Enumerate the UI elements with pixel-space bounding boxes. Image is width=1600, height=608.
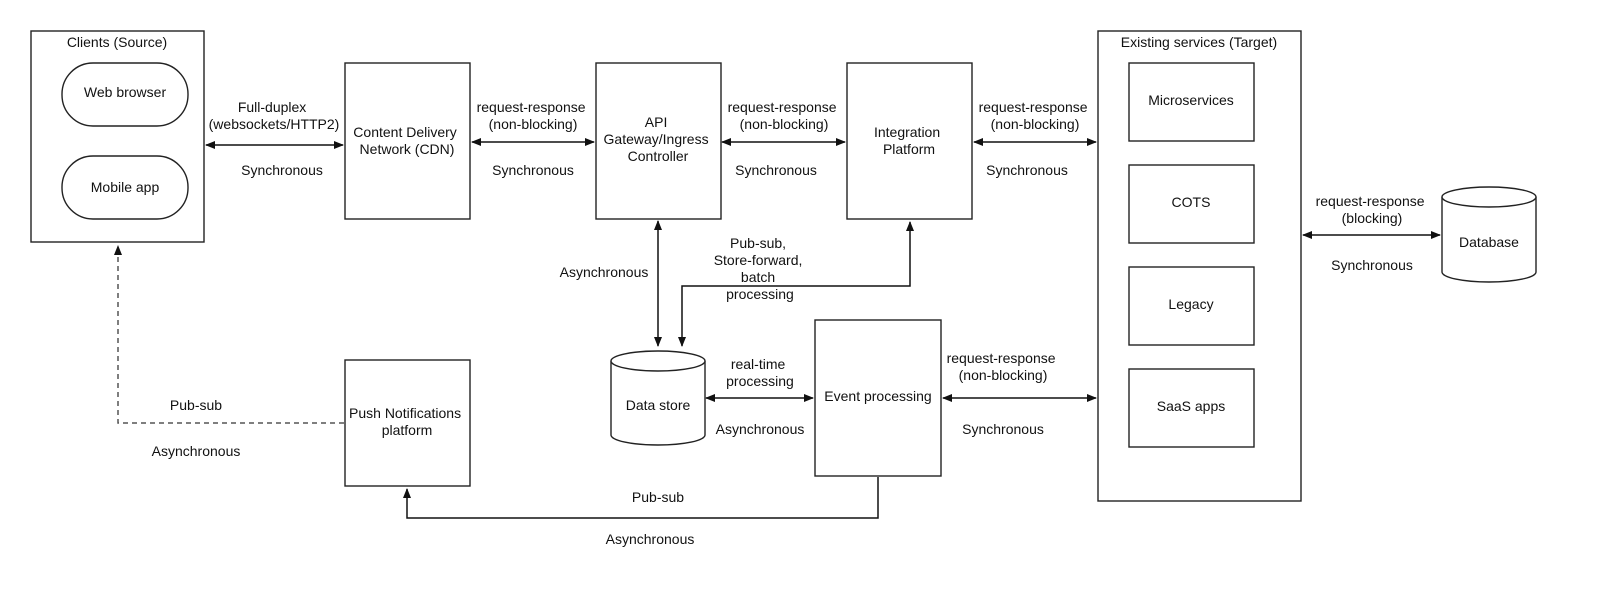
- api-integration-protocol-label: request-response (non-blocking): [728, 99, 841, 132]
- clients-group: Clients (Source) Web browser Mobile app: [30, 30, 205, 243]
- push-clients-connector: [114, 245, 344, 424]
- clients-title: Clients (Source): [67, 34, 167, 50]
- saas-apps-node[interactable]: [1128, 368, 1255, 448]
- api-gateway-label: API Gateway/Ingress Controller: [604, 114, 713, 164]
- event-services-mode-label: Synchronous: [962, 421, 1044, 437]
- existing-services-group: Existing services (Target) Microservices…: [1097, 30, 1302, 502]
- api-integration-mode-label: Synchronous: [735, 162, 817, 178]
- cdn-api-mode-label: Synchronous: [492, 162, 574, 178]
- web-browser-node[interactable]: [61, 62, 189, 127]
- services-database-protocol-label: request-response (blocking): [1316, 193, 1429, 226]
- push-notifications-node[interactable]: Push Notifications platform: [344, 359, 471, 487]
- database-node[interactable]: Database: [1441, 186, 1537, 283]
- clients-cdn-mode-label: Synchronous: [241, 162, 323, 178]
- data-store-node[interactable]: Data store: [610, 350, 706, 446]
- push-clients-mode-label: Asynchronous: [152, 443, 241, 459]
- api-datastore-mode-label: Asynchronous: [560, 264, 649, 280]
- legacy-label: Legacy: [1168, 296, 1213, 312]
- cdn-api-protocol-label: request-response (non-blocking): [477, 99, 590, 132]
- clients-cdn-protocol-label: Full-duplex (websockets/HTTP2): [209, 99, 340, 132]
- database-label: Database: [1459, 234, 1519, 250]
- event-processing-node[interactable]: Event processing: [814, 319, 942, 477]
- push-notifications-label: Push Notifications platform: [349, 405, 465, 438]
- microservices-label: Microservices: [1148, 92, 1234, 108]
- integration-platform-node[interactable]: Integration Platform: [846, 62, 973, 220]
- edge-labels: Full-duplex (websockets/HTTP2) Synchrono…: [152, 99, 1429, 547]
- cots-node[interactable]: [1128, 164, 1255, 244]
- datastore-event-protocol-label: real-time processing: [726, 356, 794, 389]
- cdn-node[interactable]: Content Delivery Network (CDN): [344, 62, 471, 220]
- connectors: [114, 138, 1441, 519]
- existing-services-title: Existing services (Target): [1121, 34, 1277, 50]
- integration-services-protocol-label: request-response (non-blocking): [979, 99, 1092, 132]
- event-push-connector: [403, 477, 879, 519]
- event-push-protocol-label: Pub-sub: [632, 489, 684, 505]
- cdn-label: Content Delivery Network (CDN): [353, 124, 460, 157]
- cots-label: COTS: [1172, 194, 1211, 210]
- event-services-protocol-label: request-response (non-blocking): [947, 350, 1060, 383]
- push-clients-protocol-label: Pub-sub: [170, 397, 222, 413]
- saas-apps-label: SaaS apps: [1157, 398, 1226, 414]
- integration-datastore-connector: [678, 221, 914, 347]
- integration-datastore-label: Pub-sub, Store-forward, batch processing: [714, 235, 807, 302]
- mobile-app-label: Mobile app: [91, 179, 160, 195]
- legacy-node[interactable]: [1128, 266, 1255, 346]
- services-database-mode-label: Synchronous: [1331, 257, 1413, 273]
- data-store-label: Data store: [626, 397, 691, 413]
- web-browser-label: Web browser: [84, 84, 167, 100]
- microservices-node[interactable]: [1128, 62, 1255, 142]
- api-gateway-node[interactable]: API Gateway/Ingress Controller: [595, 62, 722, 220]
- integration-services-mode-label: Synchronous: [986, 162, 1068, 178]
- mobile-app-node[interactable]: [61, 155, 189, 220]
- datastore-event-mode-label: Asynchronous: [716, 421, 805, 437]
- event-push-mode-label: Asynchronous: [606, 531, 695, 547]
- event-processing-label: Event processing: [824, 388, 931, 404]
- integration-platform-label: Integration Platform: [874, 124, 944, 157]
